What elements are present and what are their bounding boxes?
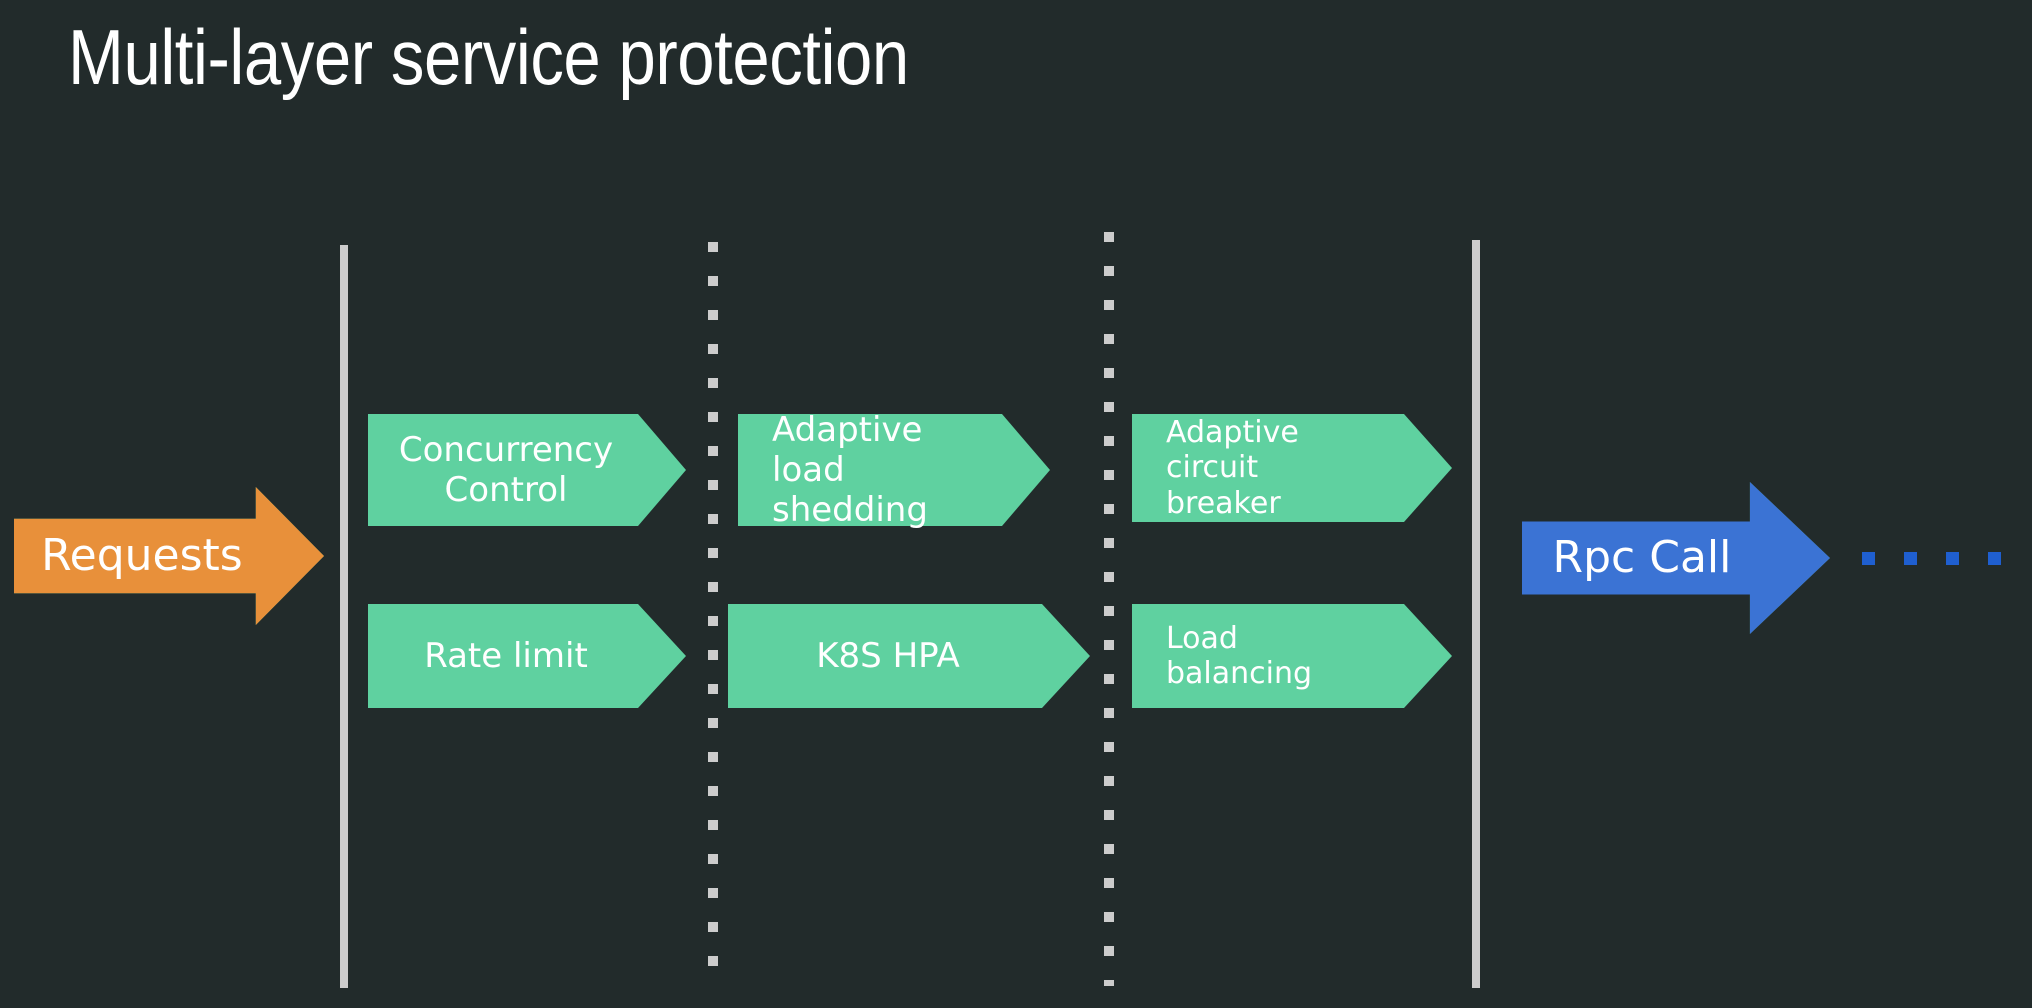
requests-arrow[interactable]: Requests	[14, 487, 324, 625]
stage-arrow-rate-limit[interactable]: Rate limit	[368, 604, 686, 708]
separator-dotted-line-1	[708, 242, 718, 986]
stage-arrow-label: Concurrency Control	[398, 429, 614, 510]
trailing-dot	[1862, 552, 1875, 565]
stage-arrow-k8s-hpa[interactable]: K8S HPA	[728, 604, 1090, 708]
right-boundary-line	[1472, 240, 1480, 988]
stage-arrow-load-balancing[interactable]: Load balancing	[1132, 604, 1452, 708]
stage-arrow-body	[1132, 604, 1452, 708]
stage-arrow-label: Rate limit	[424, 635, 588, 676]
rpc-call-arrow[interactable]: Rpc Call	[1522, 482, 1830, 634]
page-title: Multi-layer service protection	[68, 13, 909, 101]
stage-arrow-body	[738, 414, 1050, 526]
stage-arrow-adaptive-load-shedding[interactable]: Adaptive load shedding	[738, 410, 1050, 530]
stage-arrow-body	[1132, 414, 1452, 522]
stage-arrow-adaptive-circuit-breaker[interactable]: Adaptive circuit breaker	[1132, 414, 1452, 522]
stage-arrow-body	[368, 604, 686, 708]
trailing-dot	[1946, 552, 1959, 565]
rpc-call-arrow-label: Rpc Call	[1552, 532, 1732, 584]
trailing-dot	[1988, 552, 2001, 565]
stage-arrow-body	[728, 604, 1090, 708]
trailing-dots	[1862, 552, 2030, 565]
stage-arrow-label: Adaptive load shedding	[772, 409, 928, 531]
trailing-dot	[1904, 552, 1917, 565]
left-boundary-line	[340, 245, 348, 988]
separator-dotted-line-2	[1104, 232, 1114, 986]
stage-arrow-label: Load balancing	[1166, 620, 1313, 691]
stage-arrow-label: Adaptive circuit breaker	[1166, 414, 1299, 521]
stage-arrow-concurrency-control[interactable]: Concurrency Control	[368, 414, 686, 526]
stage-arrow-body	[368, 414, 686, 526]
requests-arrow-label: Requests	[41, 530, 243, 582]
stage-arrow-label: K8S HPA	[816, 635, 960, 676]
